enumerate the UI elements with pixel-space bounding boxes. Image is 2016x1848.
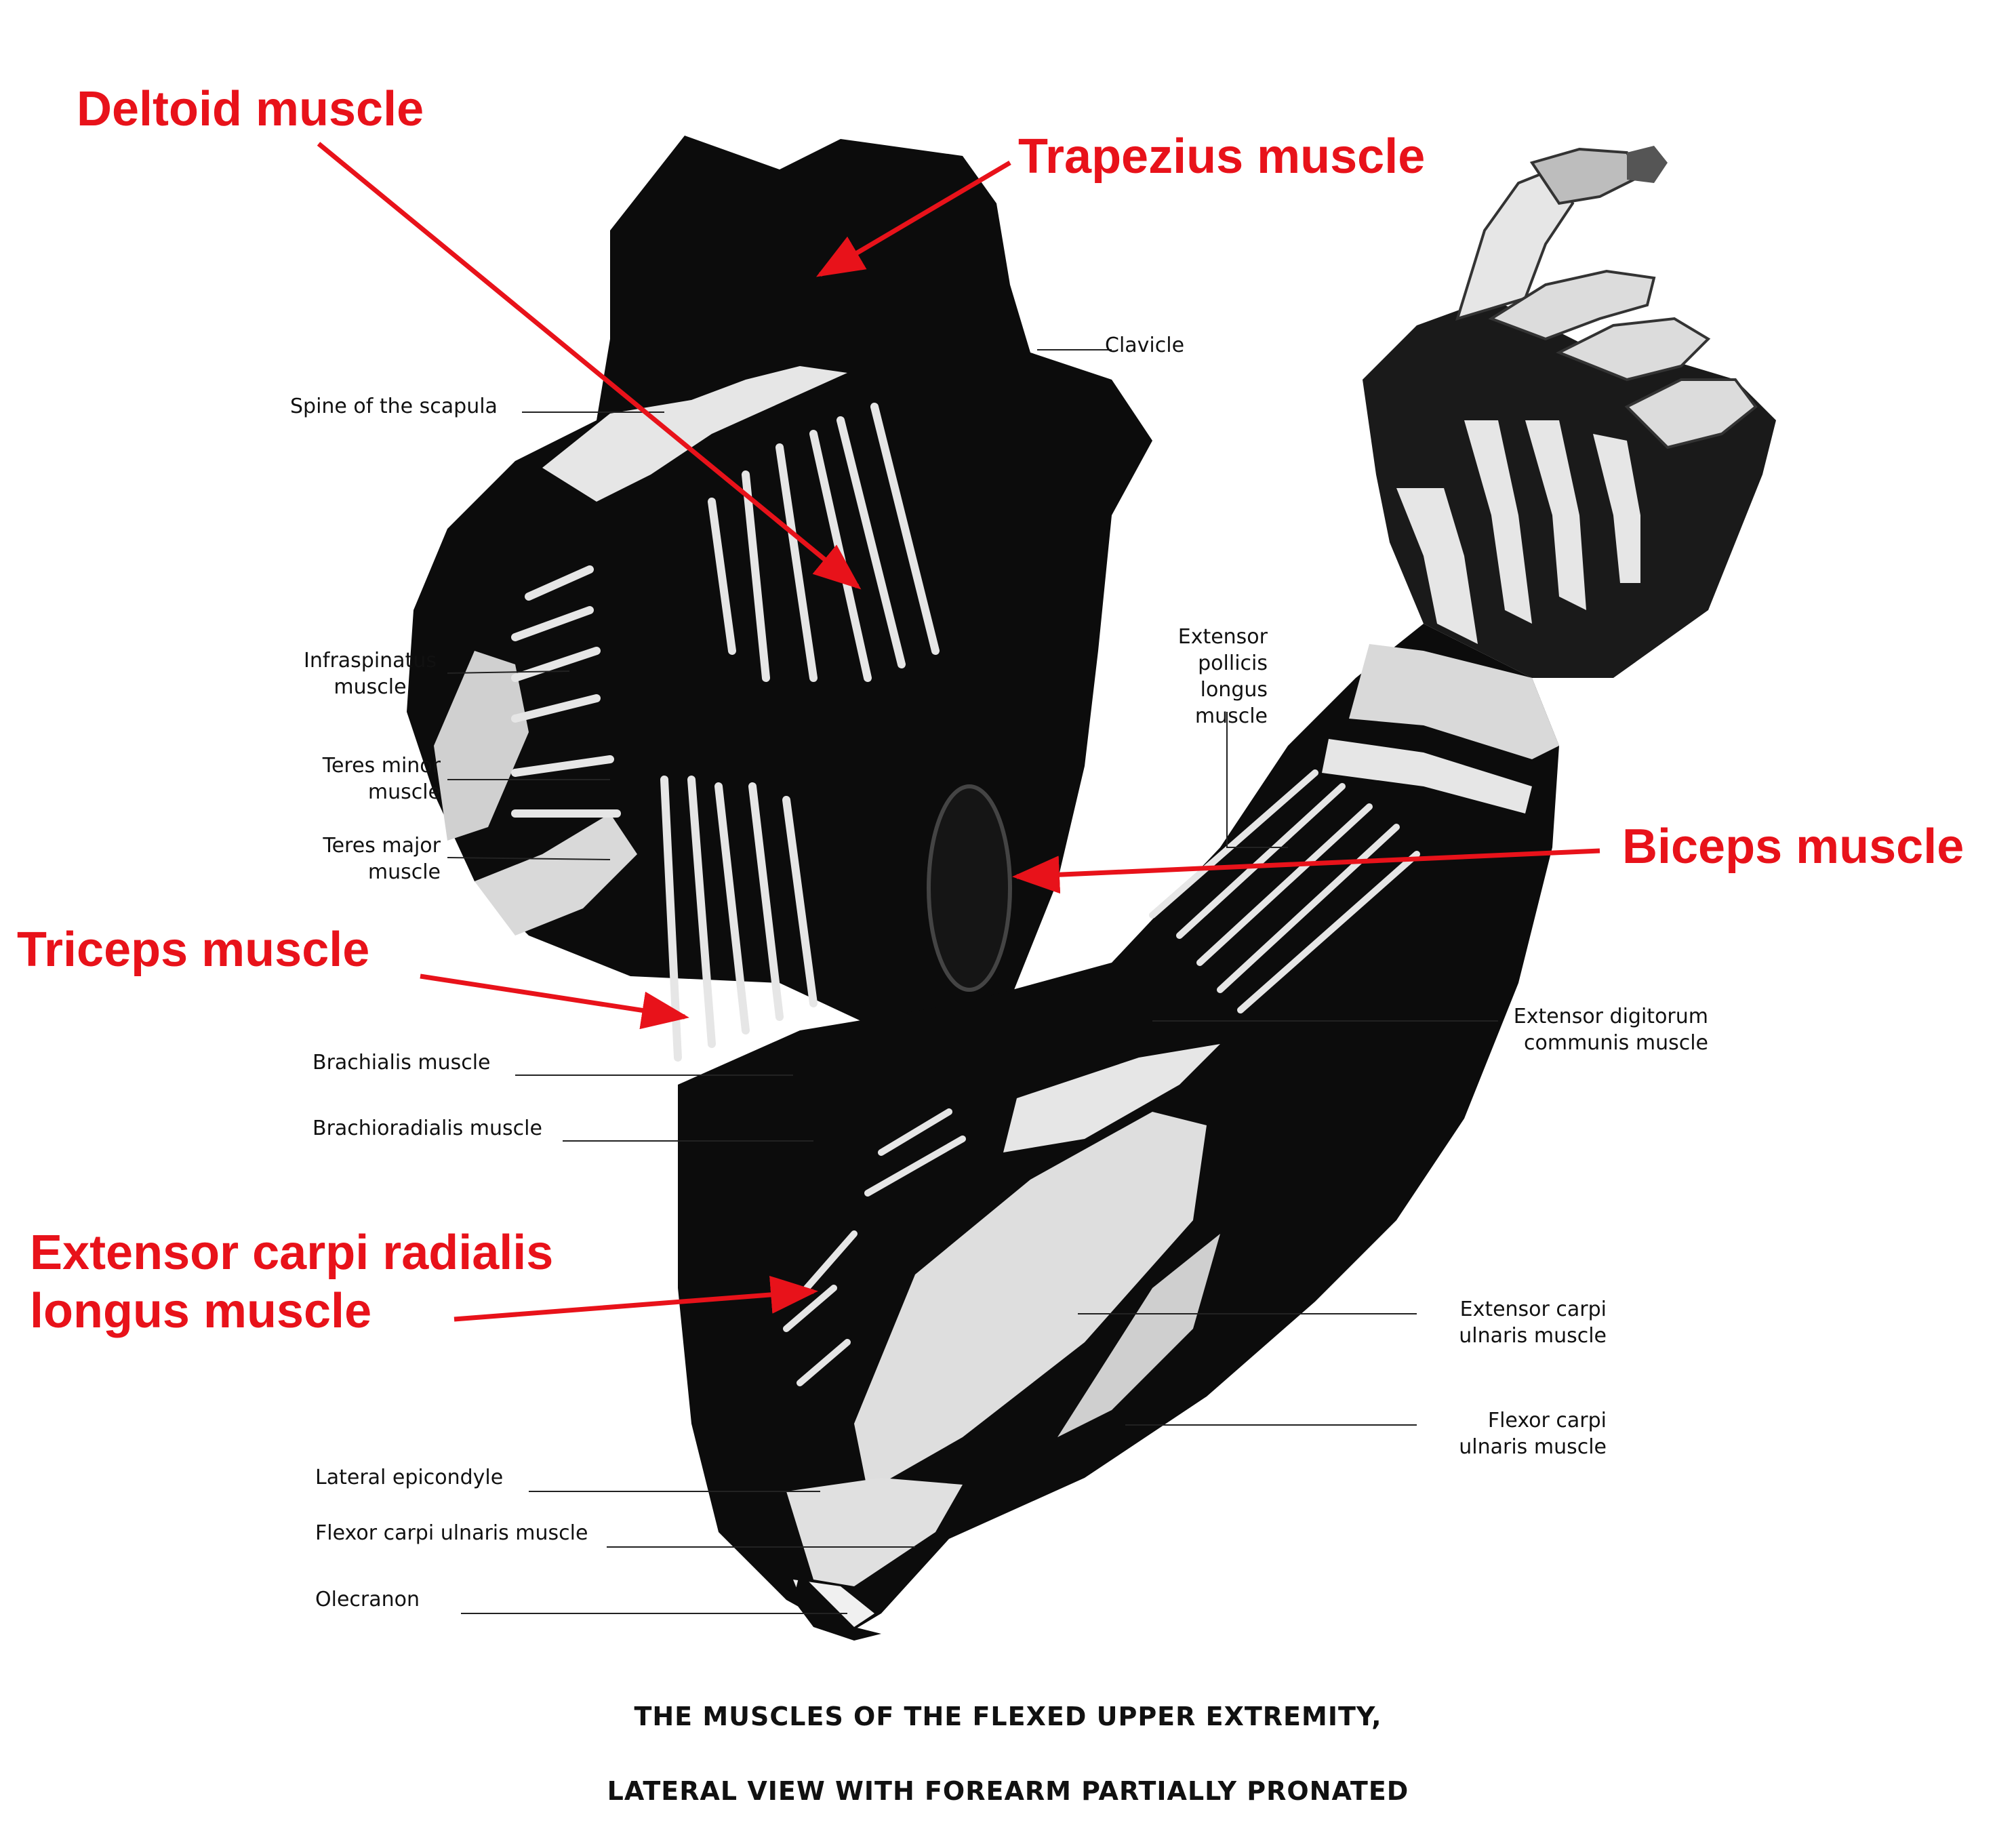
epl-label-line1: Extensor [1177,625,1268,649]
ecrl-label: Extensor carpi radialis longus muscle [30,1224,553,1341]
forearm-fibres [783,769,1420,1386]
fcu-right-label: Flexor carpi ulnaris muscle [1410,1407,1607,1460]
fcu-left-label: Flexor carpi ulnaris muscle [315,1521,588,1545]
infraspinatus-label-line1: Infraspinatus [304,649,437,672]
epl-label-line4: muscle [1194,704,1268,728]
upper-arm-fibres [511,403,940,1062]
ecrl-label-line2: longus muscle [30,1284,372,1339]
ecu-label-line2: ulnaris muscle [1459,1324,1607,1348]
forearm-light-muscles [786,1044,1220,1627]
fcu-right-label-line2: ulnaris muscle [1459,1435,1607,1459]
teres-minor-label: Teres minor muscle [298,752,441,805]
teres-minor-label-line1: Teres minor [322,754,441,778]
epl-label-line2: pollicis [1198,651,1268,675]
epl-label: Extensor pollicis longus muscle [1152,624,1268,729]
brachialis-label: Brachialis muscle [313,1051,491,1074]
lateral-epicondyle-label: Lateral epicondyle [315,1466,504,1489]
ecrl-label-line1: Extensor carpi radialis [30,1226,554,1280]
elbow-tip [793,1573,881,1641]
triceps-label: Triceps muscle [17,923,370,977]
hand-mass [1363,146,1776,678]
epl-label-line3: longus [1200,678,1268,702]
leader-lines [447,349,1498,1614]
ecu-label-line1: Extensor carpi [1459,1298,1607,1321]
edc-label-line2: communis muscle [1524,1031,1708,1055]
infraspinatus-label-line2: muscle [334,675,407,699]
deltoid-label: Deltoid muscle [77,82,424,136]
triceps-arrow [420,973,689,1030]
trapezius-arrow [815,160,1011,277]
edc-label: Extensor digitorum communis muscle [1478,1003,1708,1056]
brachioradialis-label: Brachioradialis muscle [313,1117,542,1140]
spine-scapula-label: Spine of the scapula [290,395,498,418]
ecrl-arrow [453,1275,818,1322]
ecu-label: Extensor carpi ulnaris muscle [1410,1296,1607,1349]
biceps-belly [927,784,1012,992]
olecranon-label: Olecranon [315,1588,420,1611]
edc-label-line1: Extensor digitorum [1513,1005,1708,1028]
teres-major-label-line1: Teres major [323,834,441,858]
teres-minor-label-line2: muscle [367,780,441,804]
biceps-label: Biceps muscle [1622,820,1964,874]
biceps-arrow [1012,848,1600,894]
caption-line1: THE MUSCLES OF THE FLEXED UPPER EXTREMIT… [634,1702,1382,1731]
scapula-light [434,366,847,936]
caption-line2: LATERAL VIEW WITH FOREARM PARTIALLY PRON… [607,1776,1409,1806]
trapezius-label: Trapezius muscle [1018,129,1426,184]
teres-major-label: Teres major muscle [298,832,441,885]
fcu-right-label-line1: Flexor carpi [1487,1409,1607,1432]
annotation-arrows [317,142,1600,1322]
deltoid-arrow [317,142,862,590]
clavicle-label: Clavicle [1105,334,1185,357]
wrist-retinaculum [1322,644,1559,813]
infraspinatus-label: Infraspinatus muscle [296,647,445,700]
teres-major-label-line2: muscle [367,860,441,884]
